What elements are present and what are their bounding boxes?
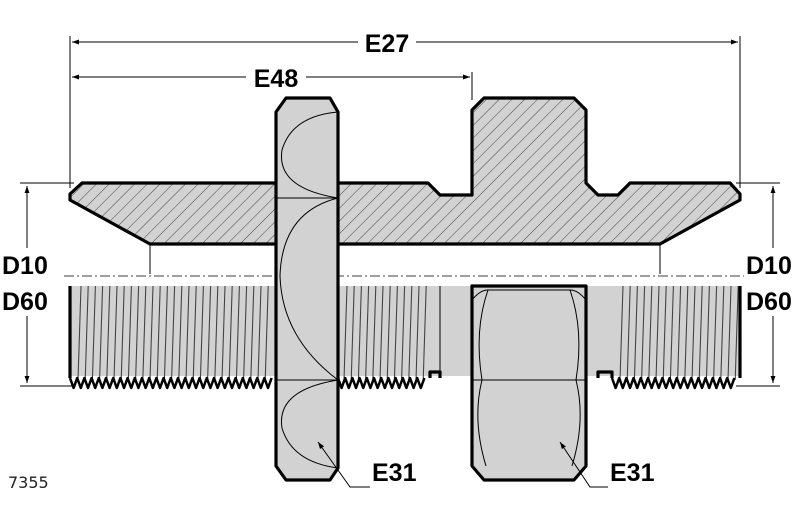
- label-left-bore: D10: [2, 252, 48, 280]
- thread-teeth: [68, 376, 736, 390]
- leader-body-hex: [559, 441, 608, 488]
- body-section: [68, 96, 742, 246]
- dimensions: E27 E48 D10 D60 D10 D60 E31 E31 7355: [0, 28, 800, 492]
- label-locknut-to-hex: E48: [254, 65, 299, 93]
- body-hex-shape: [470, 284, 588, 482]
- right-thread-body: [586, 286, 740, 376]
- view-separator: [64, 274, 746, 286]
- label-right-thread: D60: [746, 288, 792, 316]
- locknut-body: [274, 96, 340, 482]
- label-body-hex: E31: [610, 459, 655, 487]
- label-locknut-hex: E31: [372, 459, 417, 487]
- label-right-bore: D10: [746, 252, 792, 280]
- label-left-thread: D60: [2, 288, 48, 316]
- right-thread-lines: [619, 285, 739, 381]
- section-view: [68, 96, 742, 286]
- middle-thread-lines: [343, 285, 427, 381]
- part-code: 7355: [8, 473, 49, 492]
- exterior-view: [68, 285, 742, 390]
- body-hex: [470, 284, 588, 482]
- leader-locknut: [317, 441, 370, 488]
- left-thread-lines: [77, 285, 269, 381]
- label-overall-length: E27: [365, 30, 409, 58]
- locknut: [274, 96, 340, 482]
